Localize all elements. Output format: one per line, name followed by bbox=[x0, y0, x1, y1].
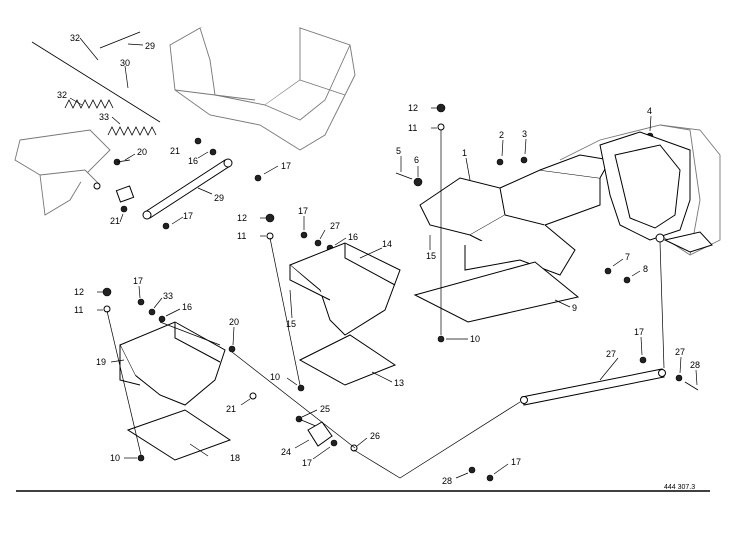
callout-10-c: 10 bbox=[110, 453, 120, 463]
callout-11-a: 11 bbox=[408, 123, 417, 133]
callout-15-b: 15 bbox=[286, 319, 296, 329]
callout-22: 24 bbox=[281, 447, 291, 457]
callout-11-b: 11 bbox=[237, 231, 246, 241]
callout-10-b: 10 bbox=[270, 372, 280, 382]
callout-33: 33 bbox=[163, 291, 173, 301]
callout-18: 18 bbox=[230, 453, 240, 463]
callout-12-b: 12 bbox=[237, 213, 247, 223]
callout-17-f: 17 bbox=[511, 457, 521, 467]
callout-20-b: 20 bbox=[229, 317, 239, 327]
callout-29-b: 29 bbox=[214, 193, 224, 203]
callout-9: 9 bbox=[572, 303, 577, 313]
plate-part-9 bbox=[413, 261, 580, 323]
callout-17-c: 17 bbox=[298, 206, 308, 216]
plate-part-13 bbox=[298, 334, 397, 386]
callout-17-a: 17 bbox=[281, 161, 291, 171]
callout-25: 28 bbox=[442, 476, 452, 486]
callout-31: 32 bbox=[70, 33, 80, 43]
side-frame-part-4 bbox=[599, 131, 713, 253]
callout-10-a: 10 bbox=[470, 334, 480, 344]
callout-1: 1 bbox=[462, 148, 467, 158]
callout-15-a: 15 bbox=[426, 251, 436, 261]
spring-lower bbox=[107, 126, 157, 136]
callout-24: 26 bbox=[370, 431, 380, 441]
callout-16-b: 16 bbox=[348, 232, 358, 242]
callout-32-a: 32 bbox=[57, 90, 67, 100]
guard-part-14 bbox=[289, 242, 401, 336]
guard-part-19 bbox=[119, 321, 226, 406]
callout-28: 28 bbox=[690, 360, 700, 370]
callout-19: 19 bbox=[96, 357, 106, 367]
callout-8: 8 bbox=[643, 264, 648, 274]
callout-labels: 32 29 30 32 33 20 21 16 17 29 21 17 12 1… bbox=[57, 33, 700, 486]
callout-16-c: 16 bbox=[182, 302, 192, 312]
callout-13: 13 bbox=[394, 378, 404, 388]
callout-32-b: 33 bbox=[99, 112, 109, 122]
callout-11-c: 11 bbox=[74, 305, 83, 315]
callout-17-d: 17 bbox=[133, 276, 143, 286]
callout-21-a: 21 bbox=[170, 146, 180, 156]
plate-part-18 bbox=[126, 409, 232, 461]
callout-27-a: 27 bbox=[330, 221, 340, 231]
callout-20-a: 20 bbox=[137, 147, 147, 157]
callout-3: 3 bbox=[522, 129, 527, 139]
callout-2: 2 bbox=[499, 130, 504, 140]
callout-21-c: 21 bbox=[226, 404, 236, 414]
callout-23: 25 bbox=[320, 404, 330, 414]
callout-27-b: 27 bbox=[675, 347, 685, 357]
main-bracket-part-1 bbox=[419, 154, 611, 276]
callout-17-b: 17 bbox=[183, 211, 193, 221]
callout-26: 27 bbox=[606, 349, 616, 359]
spring-upper bbox=[64, 99, 114, 109]
callout-6: 6 bbox=[414, 155, 419, 165]
callout-4: 4 bbox=[647, 106, 652, 116]
callout-12-a: 12 bbox=[408, 103, 418, 113]
callout-14: 14 bbox=[382, 239, 392, 249]
callout-30: 30 bbox=[120, 58, 130, 68]
callout-16-a: 16 bbox=[188, 156, 198, 166]
drawing-reference-number: 444 307.3 bbox=[664, 484, 695, 491]
assembly-lines bbox=[106, 130, 665, 479]
link-rod-part-26 bbox=[520, 368, 666, 406]
rod-assembly bbox=[31, 31, 233, 220]
callout-21-b: 21 bbox=[110, 216, 120, 226]
callout-7: 7 bbox=[625, 252, 630, 262]
callout-5: 5 bbox=[396, 146, 401, 156]
callout-17-e: 17 bbox=[302, 458, 312, 468]
callout-12-c: 12 bbox=[74, 287, 84, 297]
callout-17-g: 17 bbox=[634, 327, 644, 337]
callout-29-a: 29 bbox=[145, 41, 155, 51]
